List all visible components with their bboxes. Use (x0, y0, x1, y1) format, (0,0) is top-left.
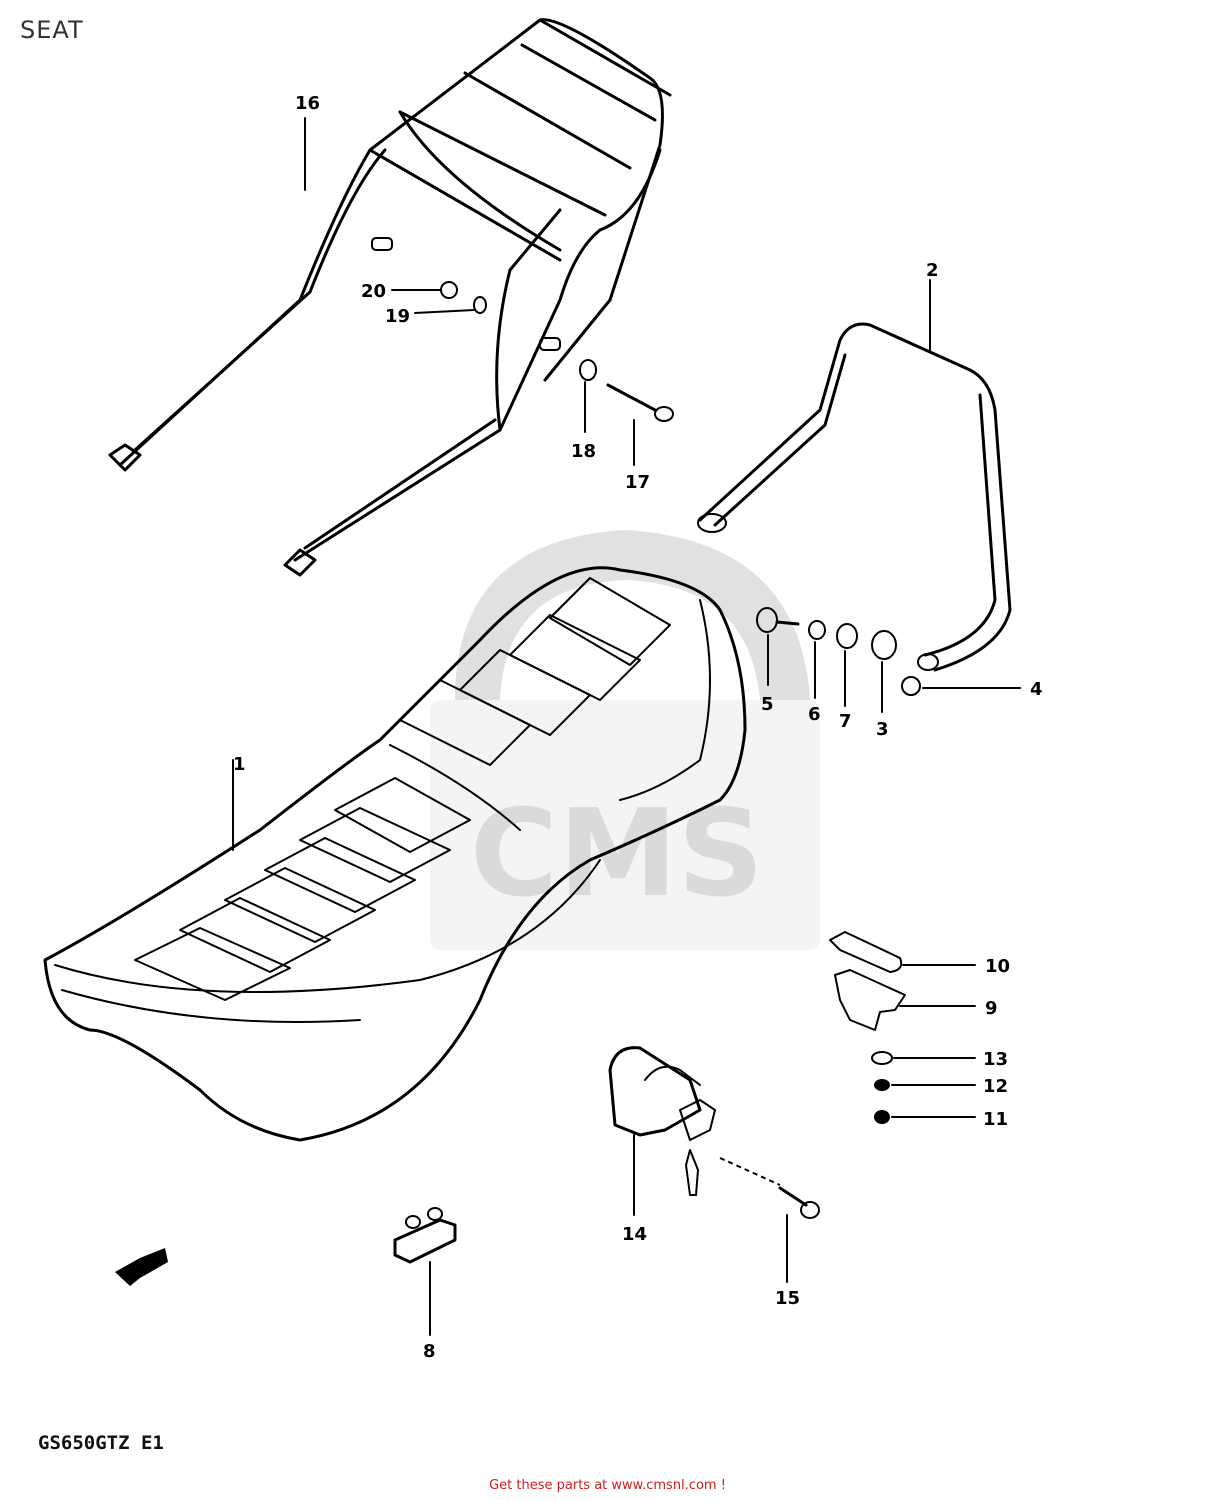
washer-7 (836, 623, 858, 707)
callout-12: 12 (983, 1076, 1008, 1097)
lock-washer-6 (808, 620, 826, 699)
washer-18 (579, 359, 597, 433)
callout-3: 3 (876, 719, 889, 740)
callout-15: 15 (775, 1288, 800, 1309)
callout-1: 1 (233, 754, 246, 775)
callout-18: 18 (571, 441, 596, 462)
callout-6: 6 (808, 704, 821, 725)
callout-8: 8 (423, 1341, 436, 1362)
watermark-text: CMS (470, 785, 764, 924)
callout-11: 11 (983, 1109, 1008, 1130)
footer-parts-link[interactable]: Get these parts at www.cmsnl.com ! (489, 1478, 726, 1493)
washer-13 (871, 1051, 976, 1065)
cushion-3 (871, 630, 897, 713)
callout-7: 7 (839, 711, 852, 732)
bracket-9 (834, 969, 976, 1031)
seat-assembly (43, 566, 747, 1142)
rubber-buffer-8 (393, 1207, 457, 1336)
seat-lock (608, 1046, 716, 1216)
callout-2: 2 (926, 260, 939, 281)
nut-20 (391, 281, 458, 299)
cap-4 (901, 676, 1021, 696)
model-code: GS650GTZ E1 (38, 1432, 164, 1454)
bolt-5 (756, 607, 800, 686)
callout-13: 13 (983, 1049, 1008, 1070)
washer-19 (414, 296, 487, 314)
bolt-17 (606, 383, 674, 466)
cms-watermark: CMS (430, 530, 820, 950)
screw-15 (719, 1157, 820, 1283)
grab-handle (697, 279, 1012, 672)
callout-19: 19 (385, 306, 410, 327)
callout-16: 16 (295, 93, 320, 114)
callout-4: 4 (1030, 679, 1043, 700)
plate-10 (829, 931, 976, 973)
forward-arrow-icon (115, 1248, 168, 1286)
callout-20: 20 (361, 281, 386, 302)
page-title: SEAT (20, 16, 84, 44)
rear-carrier-frame (108, 18, 672, 577)
callout-10: 10 (985, 956, 1010, 977)
callout-17: 17 (625, 472, 650, 493)
washer-12 (874, 1079, 976, 1091)
nut-11 (874, 1110, 976, 1124)
callout-9: 9 (985, 998, 998, 1019)
callout-5: 5 (761, 694, 774, 715)
callout-14: 14 (622, 1224, 647, 1245)
